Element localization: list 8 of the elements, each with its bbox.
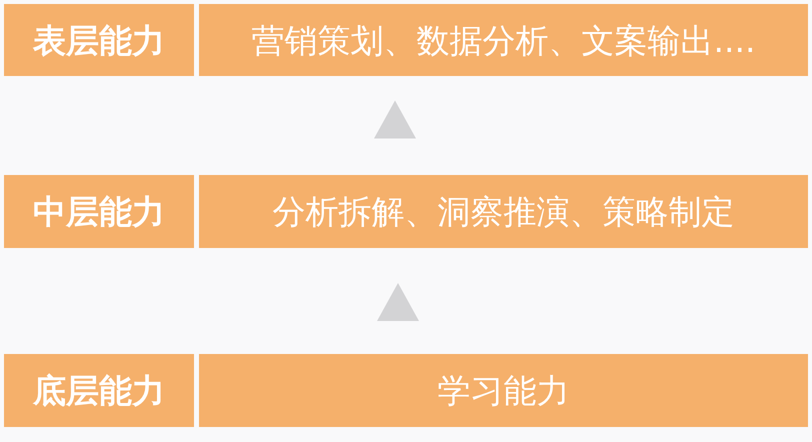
layer-name-box: 底层能力 [4, 354, 194, 427]
ability-box: 分析拆解、洞察推演、策略制定 [199, 175, 808, 248]
ability-box: 学习能力 [199, 354, 808, 427]
layer-name-box: 中层能力 [4, 175, 194, 248]
ability-box: 营销策划、数据分析、文案输出.... [199, 4, 808, 76]
arrow-triangle [374, 100, 416, 138]
layer-name-box: 表层能力 [4, 4, 194, 76]
arrow-triangle [377, 283, 419, 321]
